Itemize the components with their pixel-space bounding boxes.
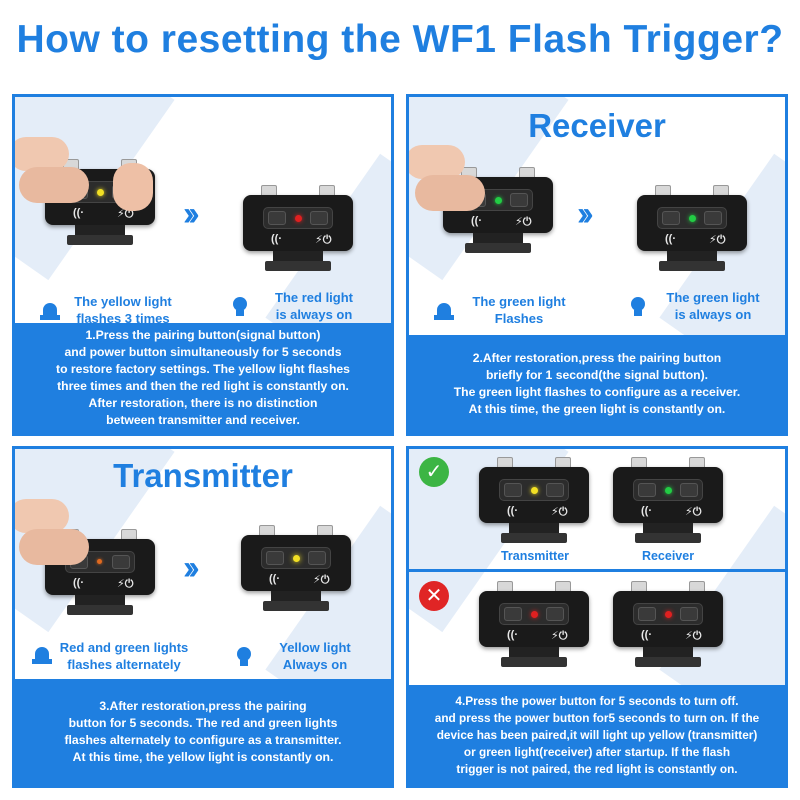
wifi-icon: ((· [269, 573, 280, 585]
led-green [495, 197, 502, 204]
wifi-icon: ((· [641, 629, 652, 641]
wifi-icon: ((· [665, 233, 676, 245]
caption-right: Yellow light Always on [279, 640, 351, 672]
panel-heading: Transmitter [113, 457, 293, 494]
power-icon: ⚡⏻ [685, 630, 702, 642]
wifi-icon: ((· [641, 505, 652, 517]
label-transmitter: Transmitter [500, 549, 570, 563]
wifi-icon: ((· [507, 629, 518, 641]
siren-icon [29, 641, 55, 667]
bulb-icon [231, 641, 257, 671]
panel-heading: Receiver [528, 107, 666, 144]
siren-icon [431, 297, 457, 323]
panel-receiver: Receiver ((· ⚡⏻ ›› ((· ⚡⏻ The green light … [406, 94, 788, 436]
power-icon: ⚡⏻ [551, 506, 568, 518]
flash-trigger-device: ((· ⚡⏻ [633, 185, 751, 275]
flash-trigger-device: ((· ⚡⏻ [237, 525, 355, 615]
power-icon: ⚡⏻ [515, 216, 532, 228]
label-receiver: Receiver [641, 549, 695, 563]
led-yellow [97, 189, 104, 196]
caption-left: Red and green lights flashes alternately [59, 640, 189, 672]
panel-footer: 1.Press the pairing button(signal button… [15, 323, 391, 433]
panel-footer: 3.After restoration,press the pairing bu… [15, 679, 391, 785]
wifi-icon: ((· [73, 207, 84, 219]
power-icon: ⚡⏻ [709, 234, 726, 246]
power-icon: ⚡⏻ [117, 578, 134, 590]
flash-trigger-unpaired: ((· ⚡⏻ [609, 581, 727, 671]
divider [409, 569, 785, 572]
bulb-icon [625, 291, 651, 321]
caption-right: The red light is always on [275, 290, 353, 322]
check-icon: ✓ [419, 457, 449, 487]
wifi-icon: ((· [271, 233, 282, 245]
caption-left: The green light Flashes [472, 294, 566, 326]
led-red [531, 611, 538, 618]
wifi-icon: ((· [73, 577, 84, 589]
x-icon: ✕ [419, 581, 449, 611]
power-icon: ⚡⏻ [117, 208, 134, 220]
double-chevron-icon: ›› [577, 195, 593, 233]
hand-pressing [409, 145, 515, 235]
double-chevron-icon: ›› [183, 195, 199, 233]
siren-icon [37, 297, 63, 323]
led-red-green [97, 559, 102, 564]
caption-left: The yellow light flashes 3 times [74, 294, 172, 326]
led-green [665, 487, 672, 494]
power-icon: ⚡⏻ [551, 630, 568, 642]
hand-pressing [15, 137, 119, 227]
page-title: How to resetting the WF1 Flash Trigger? [16, 18, 784, 61]
flash-trigger-unpaired: ((· ⚡⏻ [475, 581, 593, 671]
panel-power-cycle: ✓ ((· ⚡⏻ Transmitter ((· ⚡⏻ Receiver ✕ ((·… [406, 446, 788, 788]
double-chevron-icon: ›› [183, 549, 199, 587]
led-red [295, 215, 302, 222]
panel-transmitter: Transmitter ((· ⚡⏻ ›› ((· ⚡⏻ Red and green… [12, 446, 394, 788]
flash-trigger-receiver: ((· ⚡⏻ [609, 457, 727, 547]
power-icon: ⚡⏻ [313, 574, 330, 586]
wifi-icon: ((· [471, 215, 482, 227]
wifi-icon: ((· [507, 505, 518, 517]
led-green [689, 215, 696, 222]
flash-trigger-transmitter: ((· ⚡⏻ [475, 457, 593, 547]
power-icon: ⚡⏻ [315, 234, 332, 246]
panel-footer: 2.After restoration,press the pairing bu… [409, 335, 785, 433]
power-icon: ⚡⏻ [685, 506, 702, 518]
led-red [665, 611, 672, 618]
flash-trigger-device: ((· ⚡⏻ [239, 185, 357, 275]
led-yellow [531, 487, 538, 494]
panel-factory-reset: ((· ⚡⏻ ›› ((· ⚡⏻ The yellow light flashes … [12, 94, 394, 436]
led-yellow [293, 555, 300, 562]
panel-footer: 4.Press the power button for 5 seconds t… [409, 685, 785, 785]
hand-pressing [15, 499, 119, 589]
caption-right: The green light is always on [666, 290, 760, 322]
bulb-icon [227, 291, 253, 321]
